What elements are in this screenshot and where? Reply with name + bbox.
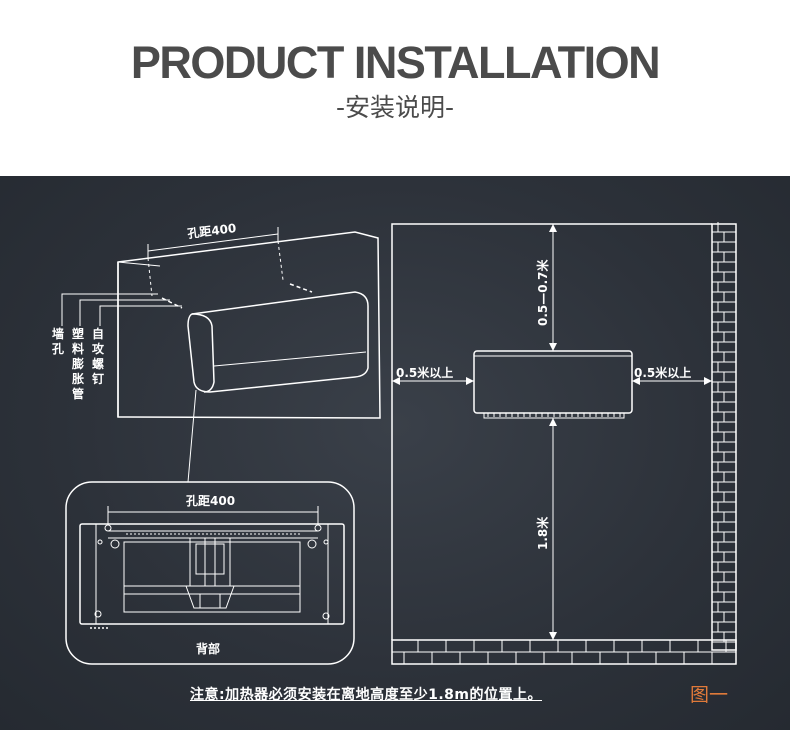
- floor-height-label: 1.8米: [535, 516, 550, 550]
- figure-label: 图一: [690, 684, 729, 706]
- svg-text:墙: 墙: [52, 326, 64, 341]
- right-clearance-label: 0.5米以上: [634, 365, 691, 380]
- top-clearance-label: 0.5—0.7米: [535, 258, 550, 326]
- floor: [391, 639, 737, 665]
- wall-mount-diagram: 孔距400 墙 孔 塑 料 膨 胀 管 自 攻 螺 钉: [52, 221, 381, 483]
- heater-unit: [187, 291, 369, 393]
- svg-text:胀: 胀: [72, 371, 84, 386]
- wall-hole-label: 墙 孔: [52, 326, 64, 356]
- svg-text:钉: 钉: [92, 371, 104, 386]
- svg-text:膨: 膨: [71, 356, 84, 371]
- plastic-anchor-label: 塑 料 膨 胀 管: [71, 326, 84, 401]
- svg-text:螺: 螺: [92, 356, 104, 371]
- svg-text:攻: 攻: [92, 341, 105, 356]
- svg-text:塑: 塑: [72, 326, 84, 341]
- brick-wall: [711, 222, 737, 651]
- clearance-diagram: 0.5—0.7米 1.8米 0.5米以上 0.5米以上: [391, 222, 737, 665]
- header: PRODUCT INSTALLATION -安装说明-: [0, 0, 790, 176]
- installation-note: 注意:加热器必须安装在离地高度至少1.8m的位置上。: [190, 687, 542, 703]
- hole-distance-label: 孔距400: [187, 221, 237, 241]
- back-view-callout: 孔距400 背部: [65, 481, 355, 665]
- svg-text:料: 料: [72, 341, 84, 356]
- svg-text:孔: 孔: [52, 342, 64, 356]
- page-subtitle: -安装说明-: [335, 93, 455, 122]
- svg-text:管: 管: [72, 386, 84, 401]
- self-tapping-screw-label: 自 攻 螺 钉: [92, 326, 105, 386]
- diagram-panel: [0, 176, 790, 730]
- back-view-frame: [65, 481, 355, 665]
- heater-front: [473, 350, 633, 419]
- back-hole-distance-label: 孔距400: [186, 494, 235, 508]
- wall-slab: [117, 231, 381, 419]
- left-clearance-label: 0.5米以上: [396, 365, 453, 380]
- svg-text:自: 自: [92, 326, 104, 341]
- back-label: 背部: [196, 641, 220, 656]
- page-title: PRODUCT INSTALLATION: [130, 37, 661, 88]
- installation-diagram: 孔距400 墙 孔 塑 料 膨 胀 管 自 攻 螺 钉: [52, 221, 737, 665]
